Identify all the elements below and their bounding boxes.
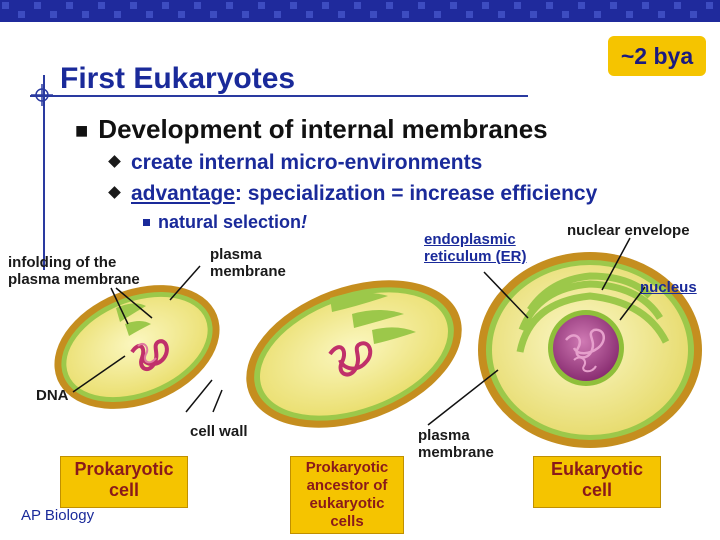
header-check [338, 11, 345, 18]
membrane-infolding [125, 321, 151, 336]
header-check [242, 11, 249, 18]
eukaryotic-cell [478, 252, 702, 448]
er-membranes [516, 272, 670, 353]
date-badge: ~2 bya [608, 36, 706, 76]
box-prokaryotic-cell: Prokaryotic cell [60, 456, 188, 508]
header-check [706, 2, 713, 9]
header-check [82, 11, 89, 18]
title-underline [30, 95, 528, 97]
header-check [194, 2, 201, 9]
dna-strand [130, 339, 169, 372]
header-check [290, 2, 297, 9]
label-dna: DNA [36, 387, 69, 404]
header-check [450, 2, 457, 9]
header-check [226, 2, 233, 9]
header-check [674, 2, 681, 9]
label-plasma-membrane-bottom: plasma membrane [418, 427, 494, 461]
label-plasma-membrane-top: plasma membrane [210, 246, 286, 280]
header-check [418, 2, 425, 9]
ancestor-cell [246, 280, 462, 428]
header-check [210, 11, 217, 18]
label-nucleus: nucleus [640, 279, 697, 296]
header-check [658, 11, 665, 18]
main-bullet: ■Development of internal membranes [75, 114, 548, 144]
slide-title: First Eukaryotes [60, 62, 296, 95]
header-check [146, 11, 153, 18]
square-bullet-icon: ■ [75, 118, 89, 143]
header-check [50, 11, 57, 18]
square-bullet-icon [143, 219, 150, 226]
header-check [274, 11, 281, 18]
header-check [562, 11, 569, 18]
header-check [34, 2, 41, 9]
header-check [162, 2, 169, 9]
header-check [354, 2, 361, 9]
header-check [178, 11, 185, 18]
header-pattern [2, 2, 713, 18]
header-check [322, 2, 329, 9]
header-check [402, 11, 409, 18]
header-check [18, 11, 25, 18]
header-check [466, 11, 473, 18]
header-check [258, 2, 265, 9]
header-check [306, 11, 313, 18]
header-check [114, 11, 121, 18]
membrane-infolding [116, 303, 146, 322]
sub-sub-bullet: natural selection! [143, 212, 307, 233]
header-check [498, 11, 505, 18]
header-check [130, 2, 137, 9]
header-check [690, 11, 697, 18]
box-prokaryotic-ancestor: Prokaryotic ancestor of eukaryotic cells [290, 456, 404, 534]
label-cell-wall: cell wall [190, 423, 248, 440]
header-check [386, 2, 393, 9]
header-check [370, 11, 377, 18]
sub-bullet-1: create internal micro-environments [108, 151, 482, 175]
header-check [434, 11, 441, 18]
box-eukaryotic-cell: Eukaryotic cell [533, 456, 661, 508]
sub-bullet-2: advantage: specialization = increase eff… [108, 182, 597, 206]
header-check [610, 2, 617, 9]
label-infolding: infolding of the plasma membrane [8, 254, 140, 288]
header-check [514, 2, 521, 9]
header-check [482, 2, 489, 9]
header-check [626, 11, 633, 18]
header-check [642, 2, 649, 9]
label-nuclear-envelope: nuclear envelope [567, 222, 690, 239]
header-check [594, 11, 601, 18]
crosshair-icon [31, 84, 53, 106]
header-check [578, 2, 585, 9]
header-check [546, 2, 553, 9]
vertical-rule [43, 75, 45, 270]
header-check [66, 2, 73, 9]
header-check [530, 11, 537, 18]
label-er: endoplasmic reticulum (ER) [424, 231, 527, 265]
dna-strand [328, 341, 373, 377]
course-footer: AP Biology [21, 507, 95, 524]
leader-lines [72, 237, 646, 426]
header-check [2, 2, 9, 9]
header-check [98, 2, 105, 9]
